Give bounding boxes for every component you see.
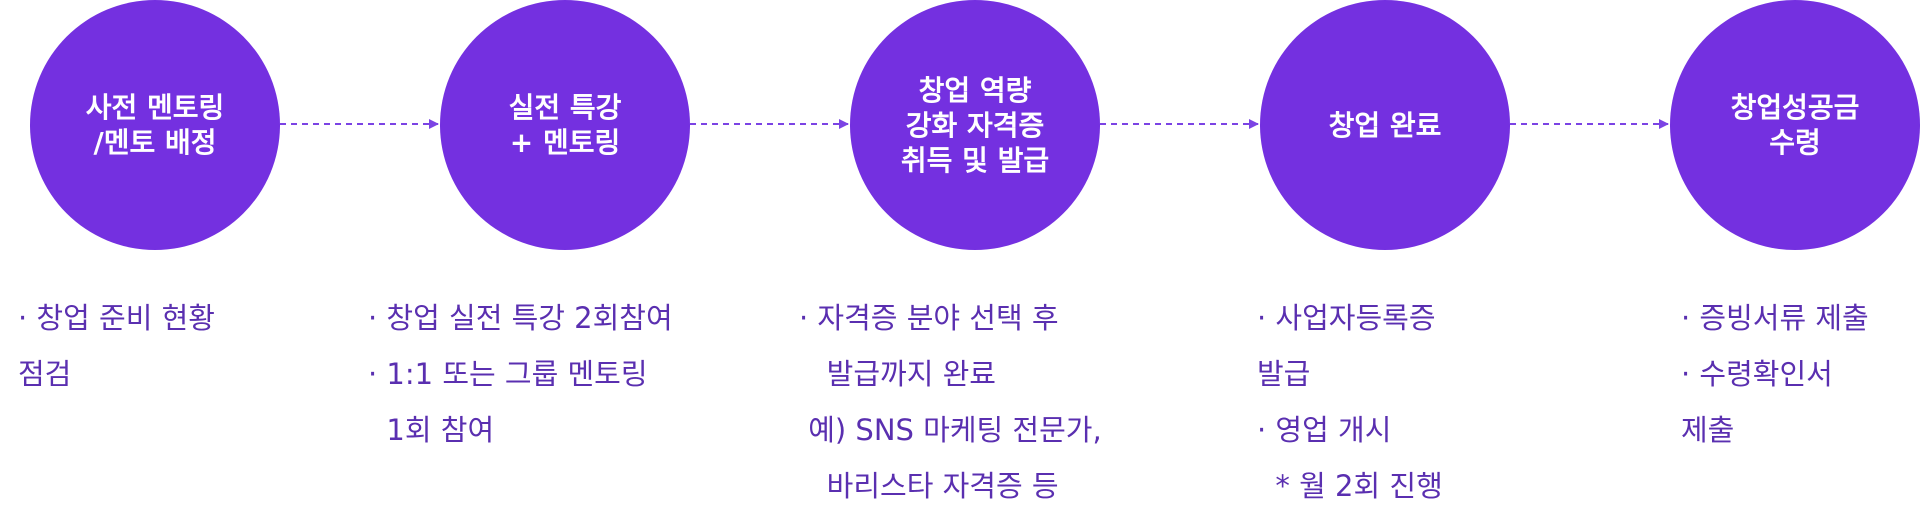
step-description: · 창업 준비 현황 점검 [18, 298, 398, 410]
description-line: · 영업 개시 [1257, 413, 1392, 447]
description-line: · 1:1 또는 그룹 멘토링 [368, 357, 648, 391]
description-line: 바리스타 자격증 등 [799, 469, 1059, 503]
step-description: · 자격증 분야 선택 후 발급까지 완료 예) SNS 마케팅 전문가, 바리… [799, 298, 1179, 522]
process-step-2: 실전 특강 + 멘토링 · 창업 실전 특강 2회참여 · 1:1 또는 그룹 … [368, 0, 790, 528]
step-circle: 창업 역량 강화 자격증 취득 및 발급 [850, 0, 1100, 250]
description-line: · 창업 준비 현황 [18, 301, 215, 335]
description-line: · 사업자등록증 [1257, 301, 1436, 335]
description-line: · 증빙서류 제출 [1681, 301, 1869, 335]
description-line: 발급까지 완료 [799, 357, 996, 391]
step-circle: 창업 완료 [1260, 0, 1510, 250]
step-circle: 창업성공금 수령 [1670, 0, 1920, 250]
process-step-1: 사전 멘토링 /멘토 배정 · 창업 준비 현황 점검 [0, 0, 380, 528]
description-line: * 월 2회 진행 [1257, 469, 1443, 503]
description-line: · 수령확인서 [1681, 357, 1833, 391]
description-line: 1회 참여 [368, 413, 495, 447]
description-line: 예) SNS 마케팅 전문가, [799, 413, 1102, 447]
step-title: 창업성공금 수령 [1730, 91, 1860, 159]
step-title: 사전 멘토링 /멘토 배정 [85, 91, 225, 159]
step-circle: 사전 멘토링 /멘토 배정 [30, 0, 280, 250]
step-circle: 실전 특강 + 멘토링 [440, 0, 690, 250]
step-title: 실전 특강 + 멘토링 [508, 91, 622, 159]
description-line: · 창업 실전 특강 2회참여 [368, 301, 673, 335]
step-description: · 증빙서류 제출 · 수령확인서 제출 [1681, 298, 1920, 466]
step-description: · 창업 실전 특강 2회참여 · 1:1 또는 그룹 멘토링 1회 참여 [368, 298, 748, 466]
step-description: · 사업자등록증 발급 · 영업 개시 * 월 2회 진행 [1257, 298, 1637, 522]
process-step-4: 창업 완료 · 사업자등록증 발급 · 영업 개시 * 월 2회 진행 [1230, 0, 1610, 528]
step-title: 창업 역량 강화 자격증 취득 및 발급 [900, 73, 1050, 177]
description-line: 제출 [1681, 413, 1735, 447]
description-line: · 자격증 분야 선택 후 [799, 301, 1059, 335]
description-line: 점검 [18, 357, 72, 391]
step-title: 창업 완료 [1328, 108, 1442, 142]
description-line: 발급 [1257, 357, 1311, 391]
process-step-5: 창업성공금 수령 · 증빙서류 제출 · 수령확인서 제출 [1640, 0, 1920, 528]
process-step-3: 창업 역량 강화 자격증 취득 및 발급 · 자격증 분야 선택 후 발급까지 … [799, 0, 1200, 528]
